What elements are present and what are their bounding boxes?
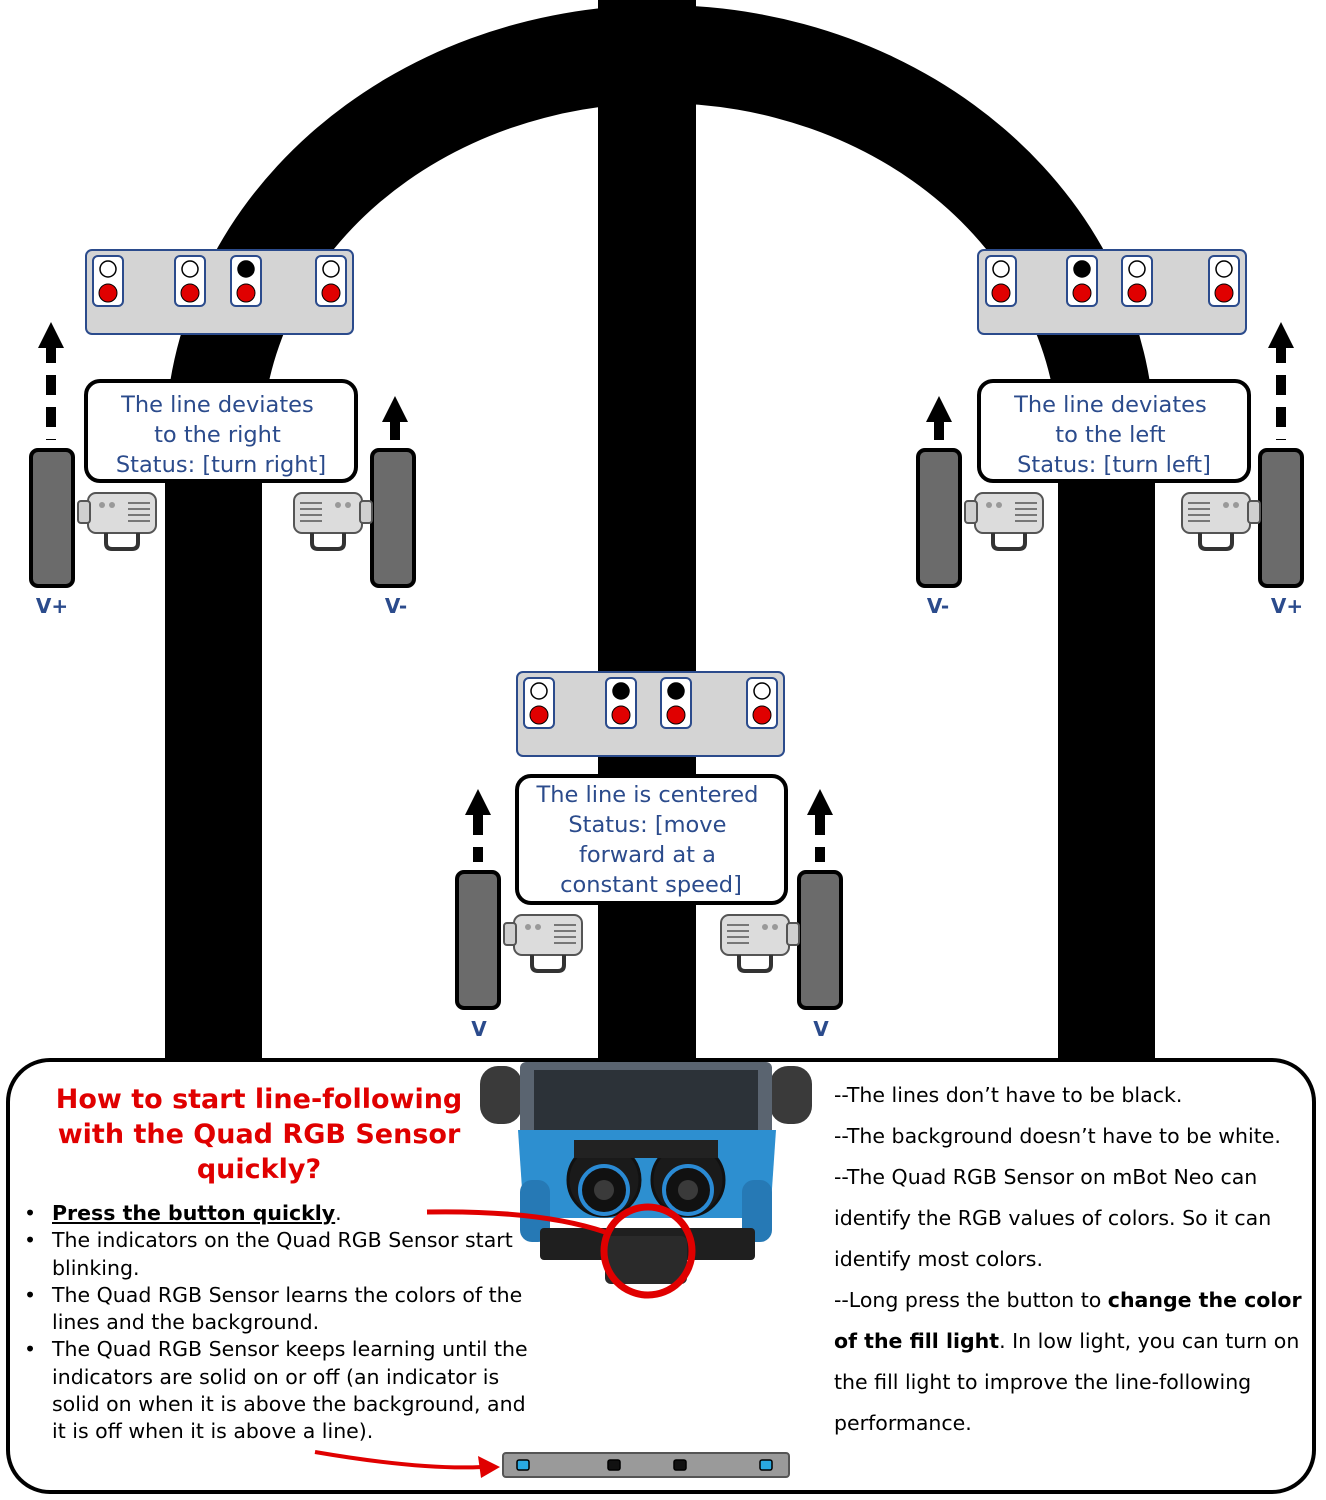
speed-label-right-left: V+	[36, 594, 68, 618]
left-wheel-center-state	[455, 789, 584, 1010]
sensor-led	[180, 283, 200, 303]
indicator-pod	[92, 255, 124, 307]
step-text: The indicators on the Quad RGB Sensor st…	[52, 1228, 513, 1280]
right-wheel-right-state	[292, 396, 416, 588]
arrow-up-icon	[38, 322, 64, 348]
indicator-led	[612, 682, 630, 700]
notes-block: --The lines don’t have to be black. --Th…	[834, 1075, 1308, 1444]
speed-label-right-right: V-	[385, 594, 407, 618]
sensor-led	[98, 283, 118, 303]
indicator-pod	[1066, 255, 1098, 307]
step-item: Press the button quickly.	[20, 1200, 540, 1228]
speed-label-center-right: V	[813, 1017, 829, 1041]
state-center-group: The line is centered Status: [move forwa…	[455, 671, 843, 1041]
note-item: --Long press the button to change the co…	[834, 1280, 1308, 1444]
speed-label-left-right: V+	[1271, 594, 1303, 618]
sensor-led	[991, 283, 1011, 303]
note-item: --The lines don’t have to be black.	[834, 1083, 1183, 1107]
indicator-pod	[230, 255, 262, 307]
status-box-left	[977, 379, 1251, 483]
arrow-up-icon	[465, 789, 491, 815]
sensor-led	[529, 705, 549, 725]
step-item: The Quad RGB Sensor keeps learning until…	[20, 1336, 540, 1445]
indicator-pod	[605, 677, 637, 729]
status-box-center	[515, 774, 788, 905]
indicator-led	[753, 682, 771, 700]
indicator-pod	[174, 255, 206, 307]
step-text: The Quad RGB Sensor learns the colors of…	[52, 1282, 523, 1335]
sensor-led	[666, 705, 686, 725]
track-center-line	[598, 0, 696, 1070]
note-item: --The background doesn’t have to be whit…	[834, 1124, 1281, 1148]
indicator-led	[1215, 260, 1233, 278]
sensor-board-left	[977, 249, 1247, 335]
indicator-led	[1128, 260, 1146, 278]
sensor-led	[1127, 283, 1147, 303]
indicator-led	[99, 260, 117, 278]
right-wheel-center-state	[719, 789, 843, 1010]
right-wheel-left-state	[1180, 322, 1304, 588]
sensor-board-center	[516, 671, 785, 757]
help-title: How to start line-following with the Qua…	[55, 1084, 463, 1185]
sensor-led	[1072, 283, 1092, 303]
status-text-left: The line deviates to the left Status: [t…	[1013, 392, 1214, 478]
arrow-up-icon	[807, 789, 833, 815]
sensor-led	[236, 283, 256, 303]
status-text-center: The line is centered Status: [move forwa…	[535, 782, 765, 898]
arrow-up-icon	[382, 396, 408, 422]
status-text-right: The line deviates to the right Status: […	[116, 392, 326, 478]
indicator-led	[1073, 260, 1091, 278]
arrow-up-icon	[926, 396, 952, 422]
left-wheel-right-state	[29, 322, 158, 588]
sensor-board-right	[85, 249, 354, 335]
step-item: The Quad RGB Sensor learns the colors of…	[20, 1282, 540, 1337]
sensor-led	[611, 705, 631, 725]
step-text: The Quad RGB Sensor keeps learning until…	[52, 1337, 528, 1444]
sensor-led	[1214, 283, 1234, 303]
status-box-right	[84, 379, 358, 483]
indicator-pod	[523, 677, 555, 729]
step-item: The indicators on the Quad RGB Sensor st…	[20, 1227, 540, 1282]
speed-label-center-left: V	[471, 1017, 487, 1041]
indicator-group-right	[92, 255, 347, 307]
note-text-after: . In low light, you can turn on the fill…	[834, 1329, 1300, 1435]
indicator-pod	[1121, 255, 1153, 307]
speed-label-left-left: V-	[927, 594, 949, 618]
indicator-led	[322, 260, 340, 278]
sensor-led	[321, 283, 341, 303]
indicator-group-left	[985, 255, 1240, 307]
indicator-led	[667, 682, 685, 700]
steps-list: Press the button quickly. The indicators…	[20, 1200, 540, 1446]
indicator-led	[992, 260, 1010, 278]
note-item: --The Quad RGB Sensor on mBot Neo can id…	[834, 1165, 1272, 1271]
state-right-group: The line deviates to the right Status: […	[29, 249, 416, 618]
indicator-pod	[660, 677, 692, 729]
arrow-up-icon	[1268, 322, 1294, 348]
indicator-pod	[985, 255, 1017, 307]
indicator-group-center	[523, 677, 778, 729]
state-left-group: The line deviates to the left Status: [t…	[916, 249, 1304, 618]
indicator-led	[237, 260, 255, 278]
indicator-pod	[1208, 255, 1240, 307]
indicator-pod	[315, 255, 347, 307]
indicator-pod	[746, 677, 778, 729]
step-emphasis: Press the button quickly	[52, 1201, 336, 1225]
indicator-led	[181, 260, 199, 278]
sensor-led	[752, 705, 772, 725]
note-emphasis: change the color of the fill light	[834, 1288, 1302, 1353]
step-text: .	[335, 1201, 342, 1225]
left-wheel-left-state	[916, 396, 1045, 588]
indicator-led	[530, 682, 548, 700]
note-text: --Long press the button to	[834, 1288, 1108, 1312]
